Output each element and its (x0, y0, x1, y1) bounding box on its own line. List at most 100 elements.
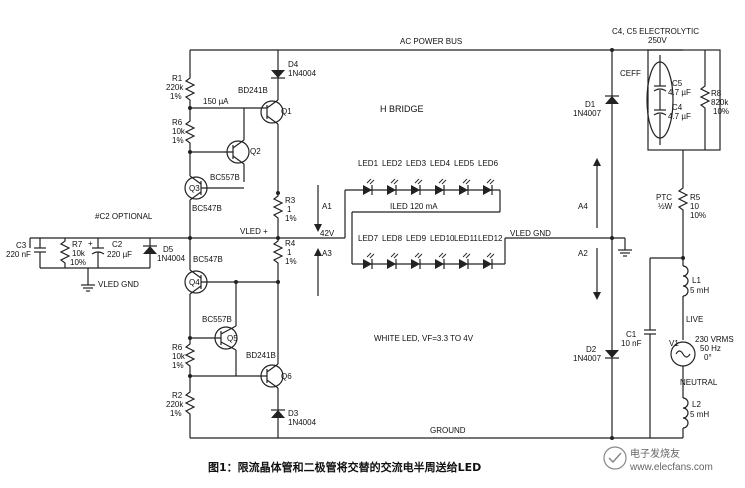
watermark-text: 电子发烧友 (630, 447, 680, 460)
led-label-led3: LED3 (406, 159, 427, 168)
ac-power-bus-label: AC POWER BUS (400, 37, 462, 46)
led-led1 (363, 178, 375, 195)
resistor-r7 (59, 238, 71, 268)
led-label-led1: LED1 (358, 159, 379, 168)
resistor-r2 (184, 380, 196, 420)
ground-wire (189, 420, 683, 439)
resistor-r5 (677, 185, 689, 258)
resistor-r1 (184, 75, 196, 103)
vled-gnd-mid-label: VLED GND (510, 229, 551, 238)
r6-bottom-value: 10k (172, 352, 186, 361)
resistor-r6-top (184, 118, 196, 150)
resistor-r3 (272, 193, 284, 238)
live-label: LIVE (686, 315, 703, 324)
led-led6 (483, 178, 495, 195)
q2-part: BC557B (210, 173, 240, 182)
c5-name: C5 (672, 79, 683, 88)
resistor-r6-bottom (184, 340, 196, 380)
iled-label: ILED 120 mA (390, 202, 438, 211)
q6-name: Q6 (281, 372, 292, 381)
v1-freq: 50 Hz (700, 344, 721, 353)
led-led12 (483, 252, 495, 269)
v1-name: V1 (669, 339, 679, 348)
led-led5 (459, 178, 471, 195)
capacitor-c2 (91, 238, 105, 268)
ac-power-bus-wire (189, 49, 683, 75)
r4-value: 1 (287, 248, 292, 257)
q1-name: Q1 (281, 107, 292, 116)
q6-part: BD241B (246, 351, 276, 360)
r6-bottom-name: R6 (172, 343, 183, 352)
c3-value: 220 nF (6, 250, 31, 259)
c45-volt: 250V (648, 36, 667, 45)
led-label-led2: LED2 (382, 159, 403, 168)
r5-tolerance: 10% (690, 211, 706, 220)
led-label-led7: LED7 (358, 234, 379, 243)
white-led-label: WHITE LED, VF=3.3 TO 4V (374, 334, 474, 343)
c2-value: 220 µF (107, 250, 132, 259)
led-led4 (435, 178, 447, 195)
led-led3 (411, 178, 423, 195)
vled-gnd-left-label: VLED GND (98, 280, 139, 289)
transistor-q3 (184, 150, 244, 238)
led-label-led6: LED6 (478, 159, 499, 168)
r1-value: 220k (166, 83, 184, 92)
current-150ua: 150 µA (203, 97, 229, 106)
c1-name: C1 (626, 330, 637, 339)
led-led9 (411, 252, 423, 269)
q5-name: Q5 (227, 334, 238, 343)
r6-top-value: 10k (172, 127, 186, 136)
led-led7 (363, 252, 375, 269)
neutral-label: NEUTRAL (680, 378, 718, 387)
c1-value: 10 nF (621, 339, 642, 348)
q3-name: Q3 (189, 184, 200, 193)
l1-value: 5 mH (690, 286, 709, 295)
l2-value: 5 mH (690, 410, 709, 419)
r6-bottom-tolerance: 1% (172, 361, 184, 370)
r2-tolerance: 1% (170, 409, 182, 418)
led-label-led10: LED10 (430, 234, 455, 243)
led-label-led12: LED12 (478, 234, 503, 243)
r1-tolerance: 1% (170, 92, 182, 101)
capacitor-c3 (29, 238, 150, 269)
q1-part: BD241B (238, 86, 268, 95)
h-bridge-label: H BRIDGE (380, 104, 424, 114)
led-label-led9: LED9 (406, 234, 427, 243)
r7-tolerance: 10% (70, 258, 86, 267)
r6-top-name: R6 (172, 118, 183, 127)
capacitors-c4-c5 (646, 55, 674, 145)
arrows-a4-a2 (593, 158, 601, 300)
a1-label: A1 (322, 202, 332, 211)
r4-tolerance: 1% (285, 257, 297, 266)
diode-d5 (143, 238, 157, 268)
led-label-led8: LED8 (382, 234, 403, 243)
figure-caption: 图1：限流晶体管和二极管将交替的交流电半周送给LED (208, 460, 481, 474)
c5-value: 4.7 µF (668, 88, 691, 97)
d4-part: 1N4004 (288, 69, 317, 78)
r2-value: 220k (166, 400, 184, 409)
ceff-label: CEFF (620, 69, 641, 78)
c45-box (647, 49, 721, 151)
led-label-led11: LED11 (454, 234, 478, 243)
q4-part: BC547B (193, 255, 223, 264)
c3-name: C3 (16, 241, 27, 250)
led-led8 (387, 252, 399, 269)
inductor-l2 (682, 397, 689, 438)
d1-part: 1N4007 (573, 109, 602, 118)
watermark-url: www.elecfans.com (629, 462, 713, 473)
r7-value: 10k (72, 249, 86, 258)
r8-name: R8 (711, 89, 722, 98)
resistor-r8 (699, 50, 711, 150)
r8-tolerance: 10% (713, 107, 729, 116)
a4-label: A4 (578, 202, 588, 211)
d2-name: D2 (586, 345, 597, 354)
inductor-l1 (682, 258, 689, 340)
q3-part: BC547B (192, 204, 222, 213)
d2-part: 1N4007 (573, 354, 602, 363)
diode-d2 (605, 340, 619, 438)
l2-name: L2 (692, 400, 701, 409)
v1-voltage: 230 VRMS (695, 335, 734, 344)
r1-name: R1 (172, 74, 183, 83)
